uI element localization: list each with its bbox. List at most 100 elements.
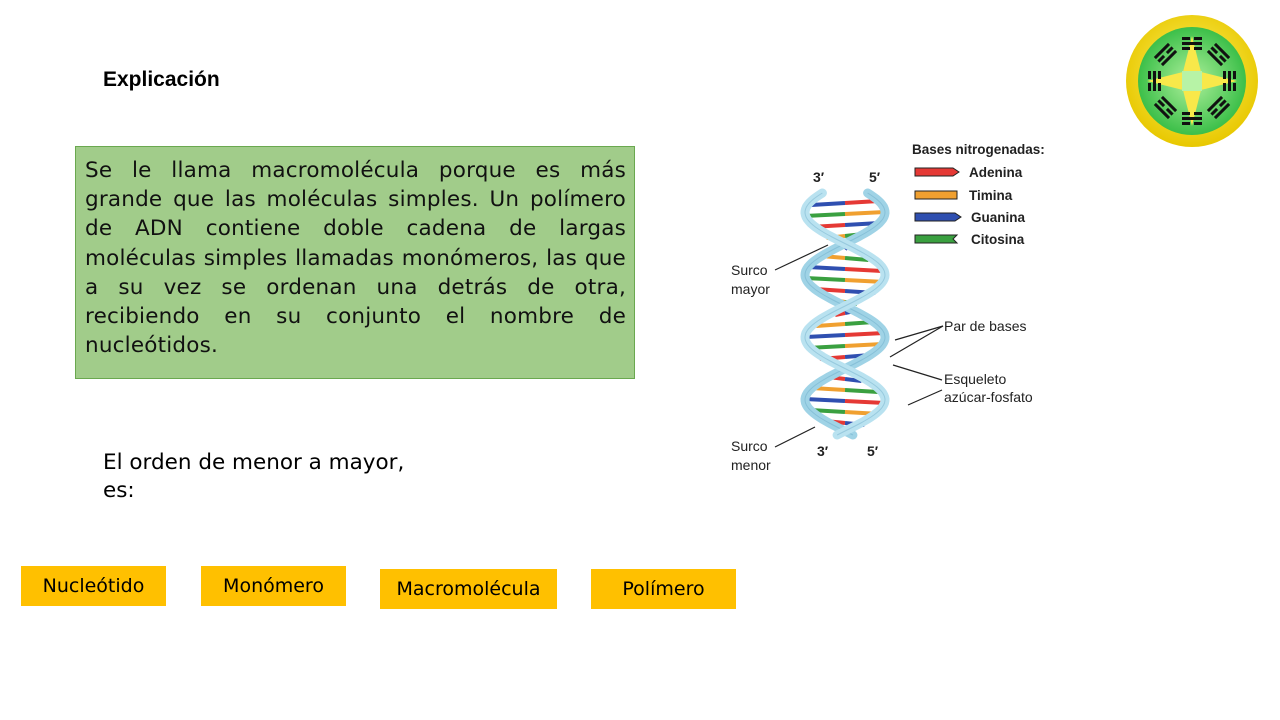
trigram-line: [1165, 107, 1174, 116]
trigram-line: [1223, 83, 1226, 91]
trigram-line: [1210, 107, 1219, 116]
adenina-swatch: [914, 167, 960, 177]
trigram-line: [1194, 37, 1202, 40]
base-pair-half: [844, 342, 883, 348]
end-label-top-right: 5′: [869, 169, 881, 185]
esqueleto-pointer-2: [907, 389, 943, 406]
trigram-line: [1158, 71, 1161, 79]
trigram-line: [1157, 54, 1166, 63]
trigram-line: [1153, 71, 1156, 91]
citosina-swatch: [914, 234, 959, 244]
esqueleto-label-2: azúcar-fosfato: [944, 389, 1033, 405]
trigram-line: [1233, 71, 1236, 79]
trigram-line: [1213, 102, 1231, 120]
par-bases-pointer-2: [889, 325, 944, 358]
trigram: [1148, 71, 1161, 91]
surco-menor-label-2: menor: [731, 457, 771, 473]
trigram-line: [1206, 95, 1224, 113]
trigram-line: [1165, 46, 1174, 55]
trigram: [1206, 42, 1231, 67]
par-bases-label: Par de bases: [944, 318, 1027, 334]
base-pair-half: [804, 212, 846, 218]
surco-menor-pointer: [774, 426, 816, 448]
trigram-line: [1182, 117, 1202, 120]
legend-citosina: Citosina: [914, 232, 1025, 247]
trigram-line: [1153, 42, 1171, 60]
trigram-line: [1233, 83, 1236, 91]
base-pair-rungs: [804, 199, 886, 427]
page-title: Explicación: [103, 68, 220, 91]
trigram-line: [1148, 83, 1151, 91]
trigram-line: [1182, 122, 1190, 125]
guanina-swatch: [914, 212, 962, 222]
legend-adenina: Adenina: [914, 165, 1023, 180]
base-pair-half: [811, 201, 846, 207]
trigram-line: [1182, 42, 1202, 45]
base-pair-half: [844, 256, 869, 262]
base-pair-half: [844, 210, 886, 216]
option-polimero[interactable]: Polímero: [591, 569, 736, 609]
legend-citosina-label: Citosina: [971, 232, 1025, 247]
trigram-line: [1218, 54, 1227, 63]
trigram-line: [1206, 49, 1224, 67]
trigram-line: [1228, 71, 1231, 91]
trigram: [1206, 95, 1231, 120]
trigram-line: [1194, 122, 1202, 125]
trigram-line: [1194, 47, 1202, 50]
backbone-strand-b-edge: [804, 192, 886, 436]
option-nucleotido[interactable]: Nucleótido: [21, 566, 166, 606]
trigram-line: [1158, 83, 1161, 91]
base-pair-half: [844, 267, 883, 273]
base-pair-half: [844, 377, 862, 383]
par-bases-pointer-1: [894, 325, 944, 341]
trigram-line: [1182, 37, 1190, 40]
base-pair-half: [844, 388, 879, 394]
trigram-line: [1213, 42, 1231, 60]
backbone-strand-a: [800, 188, 890, 440]
trigram-line: [1148, 71, 1151, 79]
trigram-line: [1157, 99, 1166, 108]
trigram-line: [1160, 95, 1178, 113]
surco-menor-label-1: Surco: [731, 438, 768, 454]
esqueleto-pointer-1: [892, 364, 943, 381]
end-label-top-left: 3′: [813, 169, 825, 185]
end-label-bottom-right: 5′: [867, 443, 879, 459]
timina-swatch: [914, 190, 958, 200]
backbone-strand-a-edge: [804, 192, 886, 436]
base-pair-half: [844, 331, 885, 337]
emblem-center: [1182, 71, 1202, 91]
option-macromolecula[interactable]: Macromolécula: [380, 569, 557, 609]
trigram-line: [1160, 49, 1178, 67]
surco-mayor-label-1: Surco: [731, 262, 768, 278]
base-pair-half: [805, 333, 846, 339]
emblem-trigrams: [1148, 37, 1236, 125]
dna-diagram: 3′ 5′ 3′ 5′ Bases nitrogenadas: Adenina …: [731, 142, 1045, 473]
school-emblem-logo: [1126, 15, 1258, 147]
trigram-line: [1194, 112, 1202, 115]
base-pair-half: [804, 397, 846, 403]
trigram-line: [1218, 99, 1227, 108]
backbone-strand-b: [800, 188, 890, 440]
explanation-box: Se le llama macromolécula porque es más …: [75, 146, 635, 379]
trigram-line: [1182, 112, 1190, 115]
surco-mayor-pointer: [774, 244, 829, 271]
trigram: [1153, 95, 1178, 120]
base-pair-half: [805, 276, 846, 282]
surco-mayor-label-2: mayor: [731, 281, 770, 297]
trigram-line: [1210, 46, 1219, 55]
trigram: [1182, 112, 1202, 125]
end-label-bottom-left: 3′: [817, 443, 829, 459]
legend-guanina: Guanina: [914, 210, 1025, 225]
legend-timina-label: Timina: [969, 188, 1013, 203]
trigram-line: [1153, 102, 1171, 120]
order-prompt: El orden de menor a mayor, es:: [103, 450, 405, 503]
legend-adenina-label: Adenina: [969, 165, 1023, 180]
trigram: [1182, 37, 1202, 50]
legend-title: Bases nitrogenadas:: [912, 142, 1045, 157]
option-monomero[interactable]: Monómero: [201, 566, 346, 606]
trigram-line: [1182, 47, 1190, 50]
legend-timina: Timina: [914, 188, 1013, 203]
trigram: [1153, 42, 1178, 67]
legend-guanina-label: Guanina: [971, 210, 1025, 225]
base-pair-half: [816, 322, 846, 328]
